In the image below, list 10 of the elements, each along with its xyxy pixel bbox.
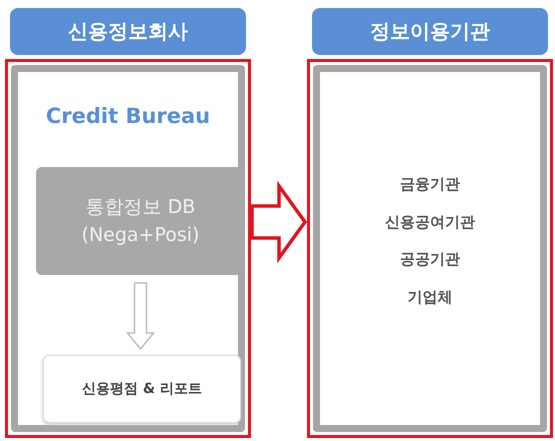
title-text: Credit Bureau	[44, 104, 212, 128]
heading-tab: 정보이용기관	[312, 8, 548, 55]
heading-tab: 신용정보회사	[10, 8, 246, 55]
report-box: 신용평점 & 리포트	[43, 355, 241, 423]
list-item: 기업체	[406, 288, 454, 306]
list-item: 신용공여기관	[384, 212, 476, 232]
arrow	[250, 180, 308, 264]
list-item: 공공기관	[399, 250, 461, 269]
arrow	[126, 282, 156, 350]
list-item: 금융기관	[399, 175, 461, 194]
